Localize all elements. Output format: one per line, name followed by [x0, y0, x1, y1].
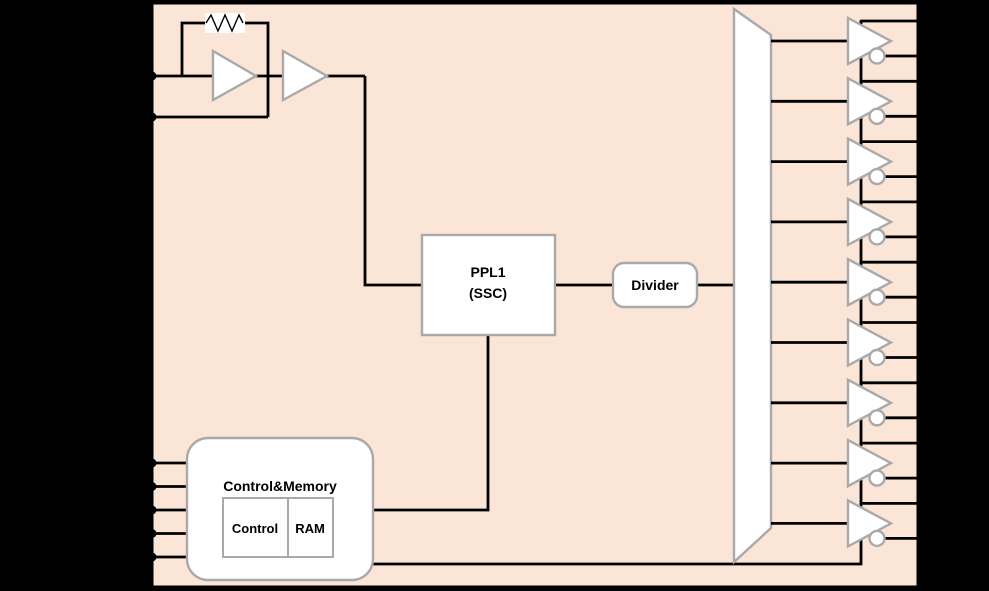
xtal-in-pin-dot	[147, 71, 157, 81]
inversion-bubble-icon	[868, 228, 886, 246]
resistor-icon	[205, 13, 244, 33]
pll-label-line1: PPL1	[470, 264, 505, 280]
inversion-bubble-icon	[868, 107, 886, 126]
inversion-bubble-icon	[868, 348, 886, 367]
divider-label: Divider	[631, 277, 679, 293]
output-buffer	[771, 196, 923, 247]
output-buffer	[771, 136, 923, 187]
control-to-pll-wire	[373, 335, 490, 512]
output-buffer	[771, 257, 923, 308]
output-buffer	[771, 377, 923, 428]
inversion-bubble-icon	[868, 167, 886, 186]
control-input-pin-dot	[147, 458, 157, 468]
output-buffers-layer	[771, 15, 923, 549]
control-input-pin-dot	[147, 529, 157, 538]
ram-sub-label: RAM	[295, 521, 325, 536]
control-input-stubs-layer	[147, 458, 188, 562]
xtal-out-pin-dot	[147, 112, 157, 122]
inversion-bubble-icon	[868, 288, 886, 306]
output-buffer	[771, 317, 923, 368]
ram-sub-box	[287, 497, 334, 558]
osc-amplifier-icon	[211, 48, 259, 103]
control-input-pin-dot	[147, 552, 157, 562]
pll-label-line2: (SSC)	[469, 285, 507, 301]
control-memory-block: Control&Memory Control RAM	[185, 436, 375, 582]
control-memory-title: Control&Memory	[223, 478, 337, 494]
output-buffer	[771, 15, 923, 67]
crystal-oscillator	[205, 13, 330, 103]
pll-block: PPL1 (SSC)	[420, 233, 557, 337]
divider-box	[611, 261, 699, 309]
osc-buffer-icon	[281, 48, 330, 103]
control-input-pin-dot	[147, 505, 157, 515]
control-input-pin-dot	[147, 482, 157, 491]
inversion-bubble-icon	[868, 529, 886, 548]
inversion-bubble-icon	[868, 469, 886, 487]
output-buffer	[771, 76, 923, 127]
control-sub-label: Control	[232, 521, 278, 536]
inversion-bubble-icon	[868, 409, 886, 427]
resistor-body	[205, 13, 245, 33]
output-buffer	[771, 498, 923, 549]
output-buffer	[771, 438, 923, 489]
pll-box	[420, 233, 557, 337]
divider-block: Divider	[611, 261, 699, 309]
inversion-bubble-icon	[868, 47, 886, 65]
output-mux-icon	[732, 6, 773, 565]
osc-to-pll-wire	[363, 76, 422, 287]
